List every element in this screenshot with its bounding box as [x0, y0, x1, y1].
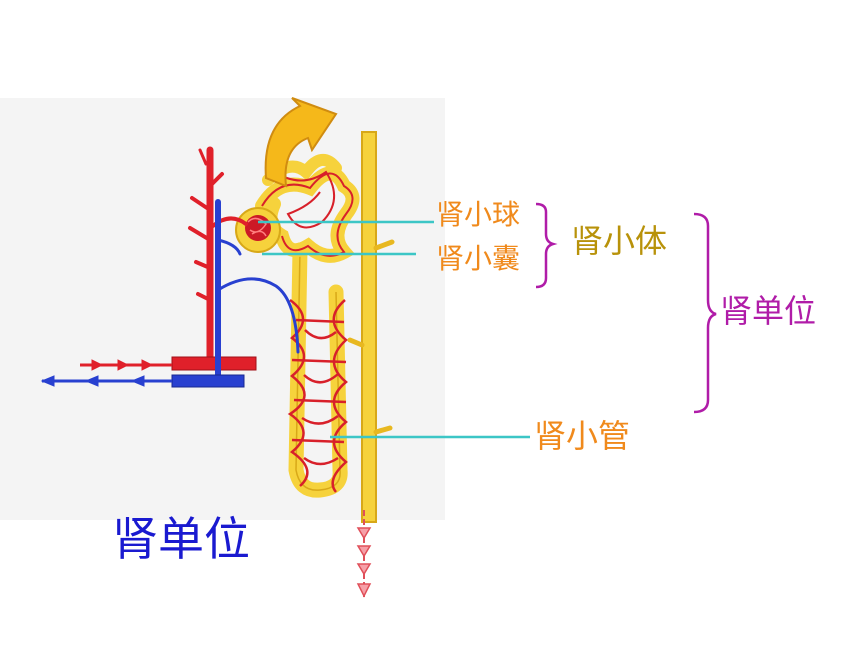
renal-vein — [171, 199, 300, 388]
tubule-label: 肾小管 — [534, 417, 631, 455]
venous-outflow-arrow-icon — [40, 375, 172, 387]
arterial-inflow-arrow-icon — [80, 359, 172, 371]
collecting-duct — [347, 131, 395, 523]
renal-corpuscle — [235, 207, 281, 253]
urine-flow-arrow-icon — [356, 510, 372, 600]
renal-artery — [171, 146, 257, 371]
flow-arrow-icon — [264, 97, 338, 188]
corpuscle-label: 肾小体 — [571, 222, 668, 260]
capsule-label: 肾小囊 — [436, 242, 521, 275]
nephron-brace — [693, 212, 717, 414]
diagram-background — [0, 98, 445, 520]
corpuscle-brace — [535, 202, 558, 289]
blood-flow-arrows — [40, 359, 172, 387]
leader-lines — [258, 220, 530, 439]
nephron-label: 肾单位 — [720, 292, 817, 330]
diagram-title: 肾单位 — [112, 512, 250, 566]
loop-of-henle — [288, 242, 348, 498]
glomerulus-label: 肾小球 — [436, 198, 521, 231]
peritubular-capillaries — [287, 298, 348, 493]
